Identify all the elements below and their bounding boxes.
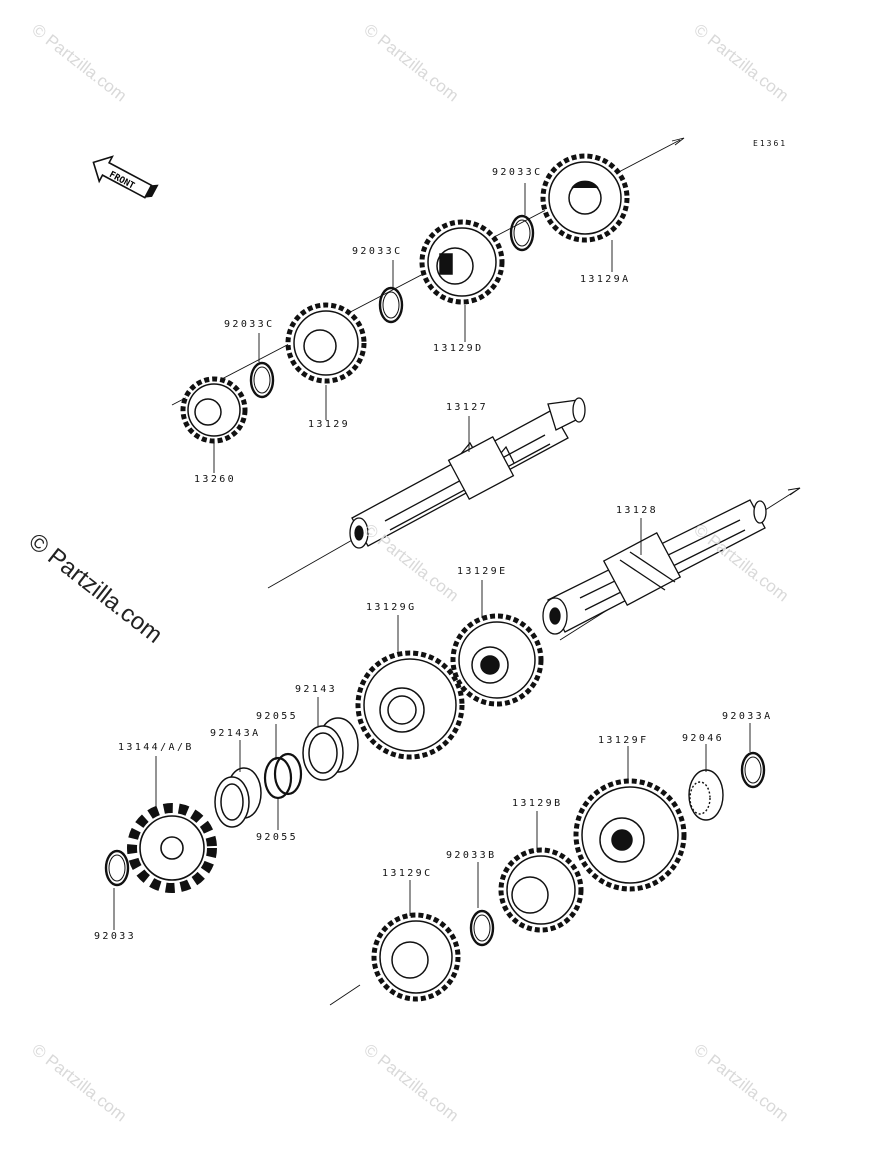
- part-label-92046[interactable]: 92046: [682, 733, 725, 744]
- part-label-13144[interactable]: 13144/A/B: [118, 742, 194, 753]
- part-label-92033B[interactable]: 92033B: [446, 850, 497, 861]
- part-label-92143[interactable]: 92143: [295, 684, 338, 695]
- part-label-92033C-a[interactable]: 92033C: [492, 167, 543, 178]
- part-label-13260[interactable]: 13260: [194, 474, 237, 485]
- part-label-92033[interactable]: 92033: [94, 931, 137, 942]
- input-shaft: [349, 397, 586, 549]
- part-label-13129F[interactable]: 13129F: [598, 735, 649, 746]
- gear-13129C: [371, 912, 461, 1002]
- gear-13129F: [573, 778, 687, 892]
- gear-13129B: [498, 847, 584, 933]
- part-label-92055-bottom[interactable]: 92055: [256, 832, 299, 843]
- part-label-13129[interactable]: 13129: [308, 419, 351, 430]
- gear-13129: [285, 302, 367, 384]
- circlip-92033C-a: [509, 214, 535, 252]
- circlip-92055: [263, 752, 303, 800]
- part-label-13129C[interactable]: 13129C: [382, 868, 433, 879]
- gear-13129G: [355, 650, 465, 760]
- bearing-92046: [688, 769, 724, 821]
- part-label-13127[interactable]: 13127: [446, 402, 489, 413]
- part-label-13129A[interactable]: 13129A: [580, 274, 631, 285]
- part-label-13128[interactable]: 13128: [616, 505, 659, 516]
- circlip-92033B: [469, 909, 495, 947]
- part-label-13129E[interactable]: 13129E: [457, 566, 508, 577]
- diagram-code: E1361: [753, 139, 788, 148]
- part-label-92033A[interactable]: 92033A: [722, 711, 773, 722]
- bushing-92143: [302, 717, 359, 781]
- circlip-92033C-c: [249, 361, 275, 399]
- gear-13129D: [419, 219, 505, 305]
- part-label-92143A[interactable]: 92143A: [210, 728, 261, 739]
- circlip-92033A: [740, 751, 766, 789]
- part-label-13129G[interactable]: 13129G: [366, 602, 417, 613]
- output-shaft: [542, 499, 767, 635]
- part-label-92033C-b[interactable]: 92033C: [352, 246, 403, 257]
- circlip-92033: [104, 849, 130, 887]
- part-label-92033C-c[interactable]: 92033C: [224, 319, 275, 330]
- leader-lines: [113, 183, 751, 930]
- part-label-92055-top[interactable]: 92055: [256, 711, 299, 722]
- part-label-13129B[interactable]: 13129B: [512, 798, 563, 809]
- sprocket-13144: [127, 803, 217, 893]
- gear-13260: [180, 376, 248, 444]
- gear-13129A: [540, 153, 630, 243]
- front-arrow-icon: FRONT: [92, 155, 159, 199]
- gear-13129E: [450, 613, 544, 707]
- part-label-13129D[interactable]: 13129D: [433, 343, 484, 354]
- bushing-92143A: [214, 767, 262, 828]
- circlip-92033C-b: [378, 286, 404, 324]
